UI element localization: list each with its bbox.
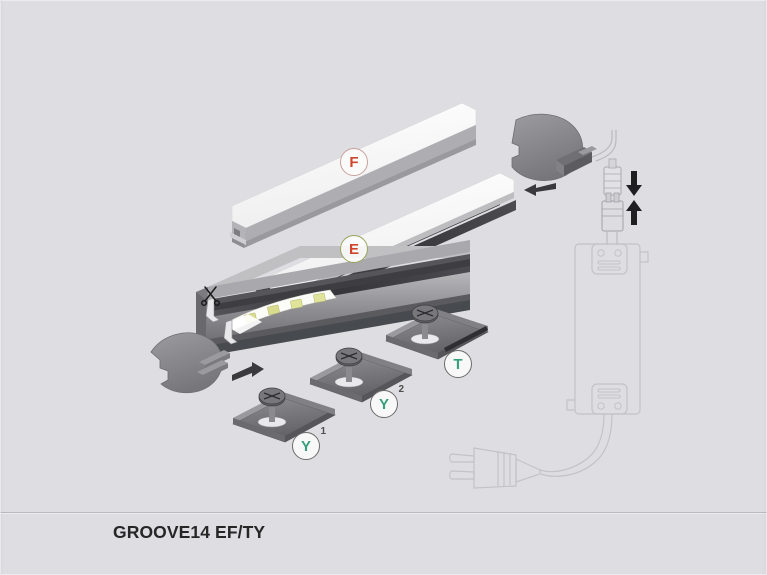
- end-cap-right: [511, 113, 597, 181]
- mains-plug: [449, 447, 541, 489]
- led-chip: [290, 298, 303, 309]
- phillips-screw-icon: [416, 309, 434, 317]
- assembly-arrow-right: [524, 183, 556, 196]
- profile-spring-clip: [205, 297, 238, 345]
- callout-y1-superscript: 1: [320, 426, 326, 437]
- connector-arrow-up: [626, 200, 642, 225]
- callout-t[interactable]: T: [444, 350, 472, 378]
- scissors-icon: [200, 286, 221, 307]
- callout-y2-label: Y: [378, 395, 389, 413]
- assembly-arrow-left: [232, 362, 264, 381]
- callout-y2[interactable]: Y 2: [370, 385, 404, 418]
- callout-f[interactable]: F: [340, 148, 368, 176]
- callout-f-label: F: [349, 153, 359, 171]
- led-cable-upper: [591, 130, 617, 162]
- connector-arrow-down: [626, 171, 642, 196]
- phillips-screw-icon: [340, 352, 358, 360]
- callout-e[interactable]: E: [340, 235, 368, 263]
- callout-y2-superscript: 2: [398, 384, 404, 395]
- led-chip: [267, 304, 280, 316]
- callout-y1-label: Y: [300, 437, 311, 455]
- callout-e-label: E: [348, 240, 359, 258]
- mounting-clip-t: [385, 304, 489, 360]
- end-cap-left: [150, 332, 230, 394]
- footer-divider: [0, 512, 767, 514]
- page-title: GROOVE14 EF/TY: [113, 522, 266, 542]
- aluminium-profile: [196, 240, 470, 356]
- mounting-bracket-y2: [309, 347, 413, 403]
- phillips-screw-icon: [263, 392, 281, 400]
- led-strip: [226, 289, 337, 334]
- power-supply: [566, 243, 649, 415]
- callout-y1[interactable]: Y 1: [292, 427, 326, 460]
- led-chip: [313, 292, 326, 303]
- connector-upper: [603, 158, 622, 196]
- callout-t-label: T: [453, 355, 463, 373]
- connector-lower: [601, 192, 624, 245]
- mains-cable: [539, 413, 613, 477]
